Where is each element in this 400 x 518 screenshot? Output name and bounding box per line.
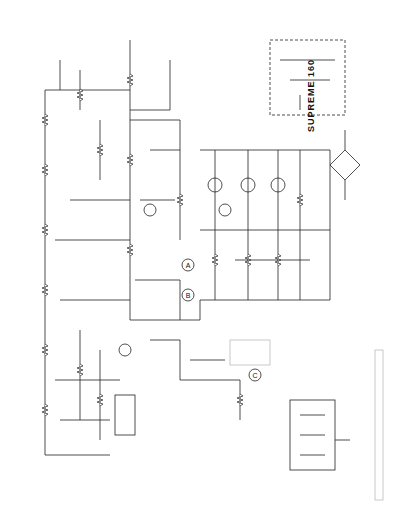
resistor-symbol (42, 344, 48, 356)
notes-block (230, 340, 270, 365)
callout-letter: B (186, 292, 191, 299)
transistor-symbol (219, 204, 231, 216)
resistor-symbol (42, 404, 48, 416)
resistor-symbol (212, 254, 218, 266)
wire (45, 40, 330, 455)
resistor-symbol (275, 254, 281, 266)
resistor-symbol (42, 224, 48, 236)
transistor-symbol (208, 178, 222, 192)
resistor-symbol (77, 89, 83, 101)
resistor-symbol (97, 394, 103, 406)
resistor-symbol (127, 154, 133, 166)
bridge-rectifier (330, 130, 360, 300)
resistor-symbol (42, 114, 48, 126)
wire (150, 340, 240, 420)
connector-block (115, 395, 135, 435)
callout-circle (182, 289, 194, 301)
wire (200, 150, 330, 300)
resistor-symbol (127, 74, 133, 86)
resistor-symbol (77, 364, 83, 376)
transistors (119, 178, 285, 381)
transistor-symbol (271, 178, 285, 192)
notes-strip (375, 350, 383, 500)
resistor-symbol (97, 144, 103, 156)
resistor-symbol (127, 244, 133, 256)
resistor-symbol (237, 394, 243, 406)
transistor-symbol (144, 204, 156, 216)
resistor-symbol (42, 284, 48, 296)
resistor-symbol (245, 254, 251, 266)
resistor-symbol (297, 194, 303, 206)
callout-letter: A (186, 262, 191, 269)
resistor-symbol (177, 194, 183, 206)
callout-circle (182, 259, 194, 271)
transistor-symbol (119, 344, 131, 356)
model-title: SUPREME 160 (308, 58, 317, 131)
callout-letter: C (252, 372, 257, 379)
callout-circle (249, 369, 261, 381)
wire (300, 415, 350, 455)
transistor-symbol (241, 178, 255, 192)
wire (55, 60, 130, 440)
resistor-symbol (42, 164, 48, 176)
wire (130, 60, 180, 320)
resistor-symbols (42, 74, 303, 416)
